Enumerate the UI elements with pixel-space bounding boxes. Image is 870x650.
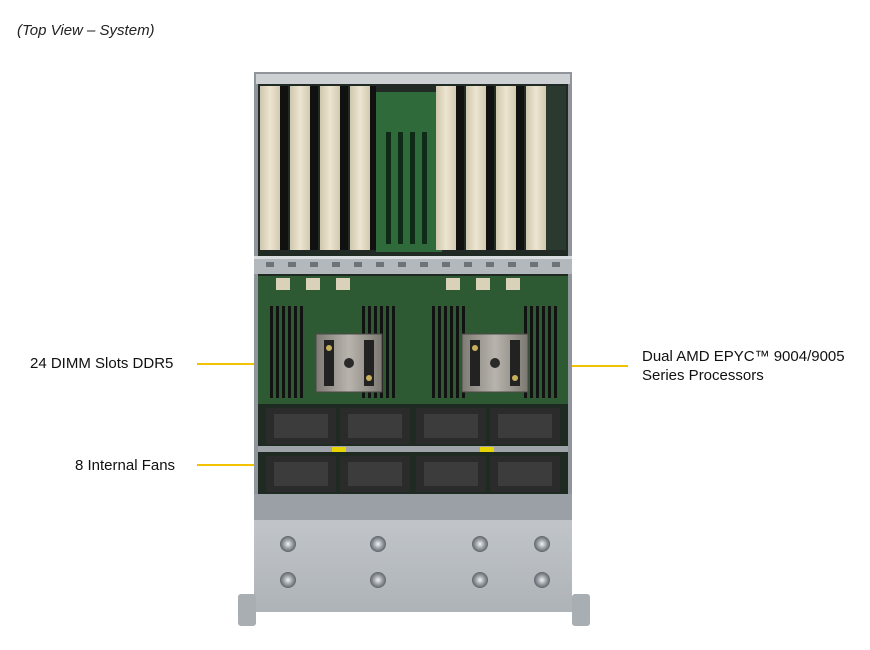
front-panel-knobs [280,536,550,588]
dimm-callout-line [197,363,292,365]
warning-label-left [332,447,346,452]
fan-row-top [266,408,560,444]
server-top-view [238,72,590,626]
cpu-label-line-1: Dual AMD EPYC™ 9004/9005 [642,348,845,365]
rear-io-strip [256,74,570,84]
cpu-label: Dual AMD EPYC™ 9004/9005 Series Processo… [642,347,845,385]
cpu-heatsink-right [461,333,529,393]
board-connectors [276,278,520,290]
right-gpu-cards [436,86,566,250]
cross-brace [254,256,572,274]
right-handle [572,594,590,626]
riser-board [376,92,442,252]
left-gpu-cards [260,86,376,250]
left-handle [238,594,256,626]
fan-row-bottom [266,456,560,492]
pcie-slots [386,132,427,244]
cpu-heatsink-left [315,333,383,393]
view-caption: (Top View – System) [17,22,155,39]
fan-divider [258,446,568,452]
cpu-label-line-2: Series Processors [642,367,764,384]
fans-callout-line [197,464,292,466]
brace-holes [266,262,560,267]
fans-label: 8 Internal Fans [75,457,176,474]
warning-label-right [480,447,494,452]
dimm-slots-label: 24 DIMM Slots DDR5 [30,355,174,372]
